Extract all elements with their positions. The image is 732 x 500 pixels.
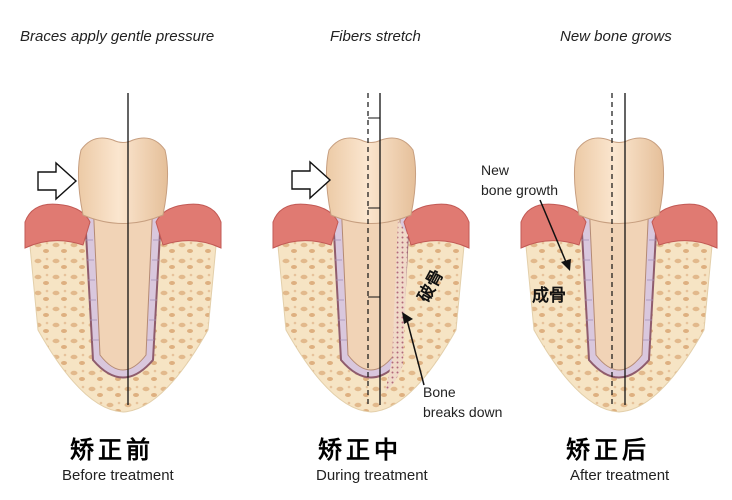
bone-breaks-label-line2: breaks down bbox=[423, 404, 503, 420]
new-bone-label-line1: New bbox=[481, 162, 510, 178]
cn-label-after: 矫正后 bbox=[566, 435, 650, 464]
bone-breaks-pointer bbox=[406, 319, 425, 386]
cn-label-before: 矫正前 bbox=[70, 435, 154, 464]
bone-breaks-label-line1: Bone bbox=[423, 384, 456, 400]
en-label-during: During treatment bbox=[316, 467, 428, 484]
tooth-after bbox=[520, 93, 718, 414]
new-bone-label-line2: bone growth bbox=[481, 182, 559, 198]
en-label-before: Before treatment bbox=[62, 467, 174, 484]
new-bone-cn-label: 成骨 bbox=[532, 286, 566, 306]
stage-title-before: Braces apply gentle pressure bbox=[20, 28, 215, 45]
en-label-after: After treatment bbox=[570, 467, 670, 484]
cn-label-during: 矫正中 bbox=[318, 435, 402, 464]
new-bone-label: New bone growth bbox=[481, 160, 558, 200]
tooth-during bbox=[272, 93, 470, 414]
tooth-before bbox=[24, 93, 222, 414]
pointer-arrowhead-icon bbox=[402, 312, 413, 324]
new-bone-pointer bbox=[539, 199, 567, 263]
bone-breaks-label: Bone breaks down bbox=[423, 382, 502, 422]
pressure-arrow-icon bbox=[291, 160, 332, 200]
pressure-arrow-icon bbox=[37, 161, 78, 201]
stage-title-during: Fibers stretch bbox=[330, 28, 421, 45]
stage-title-after: New bone grows bbox=[560, 28, 672, 45]
pointer-arrowhead-icon bbox=[561, 259, 571, 271]
